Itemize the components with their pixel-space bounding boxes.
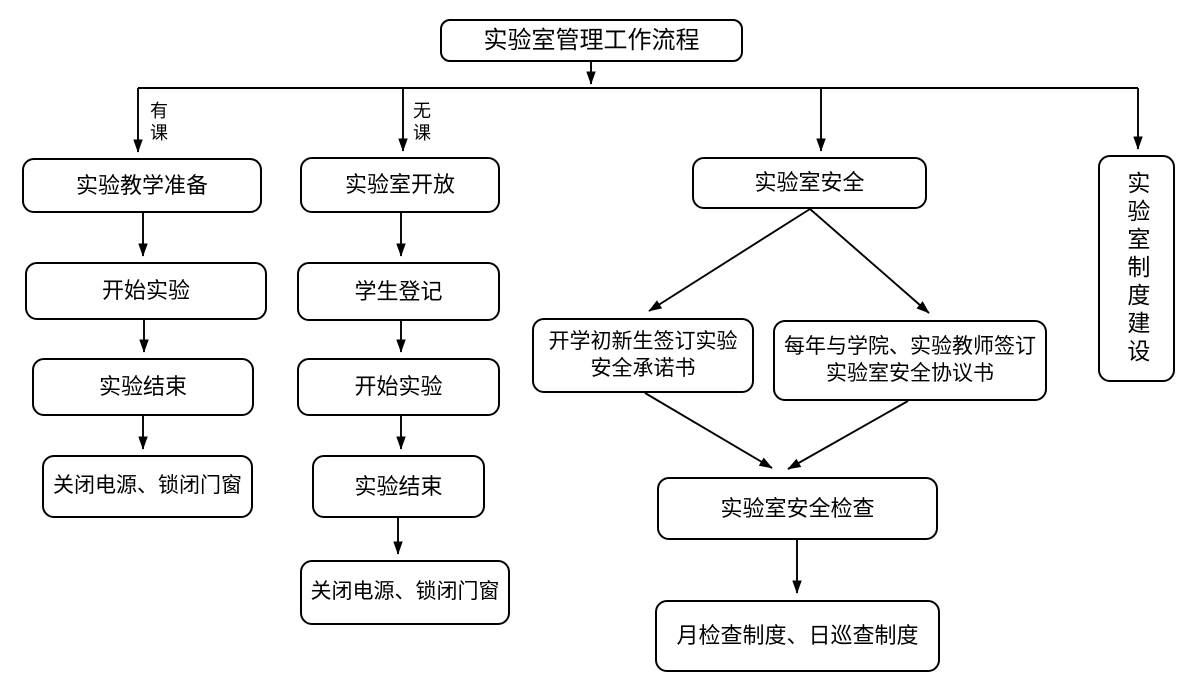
node-safety-pledge: 开学初新生签订实验安全承诺书 [532,318,754,393]
edge-label-with-class: 有课 [150,101,168,143]
node-teaching-shutdown-label: 关闭电源、锁闭门窗 [53,474,242,498]
node-open-start: 开始实验 [297,358,500,416]
node-open-end: 实验结束 [312,455,485,518]
node-lab-safety: 实验室安全 [692,157,927,209]
node-lab-open-label: 实验室开放 [344,172,455,198]
node-safety-inspection: 实验室安全检查 [657,477,938,540]
node-teaching-prep-label: 实验教学准备 [75,172,208,198]
node-student-register-label: 学生登记 [354,278,443,304]
node-title: 实验室管理工作流程 [440,19,743,62]
node-open-shutdown: 关闭电源、锁闭门窗 [300,560,510,625]
node-open-end-label: 实验结束 [354,473,443,499]
node-lab-open: 实验室开放 [300,157,500,213]
node-safety-pledge-label: 开学初新生签订实验安全承诺书 [548,330,738,380]
node-teaching-start-label: 开始实验 [101,278,190,304]
node-system-construction-label: 实验室制度建设 [1123,170,1150,367]
node-teaching-start: 开始实验 [25,262,267,320]
node-teaching-end-label: 实验结束 [98,374,187,400]
node-safety-agreement-label: 每年与学院、实验教师签订实验室安全协议书 [784,335,1036,385]
node-inspection-systems-label: 月检查制度、日巡查制度 [676,623,919,649]
node-safety-agreement: 每年与学院、实验教师签订实验室安全协议书 [773,320,1047,401]
node-student-register: 学生登记 [297,262,500,321]
node-inspection-systems: 月检查制度、日巡查制度 [655,600,940,672]
node-teaching-end: 实验结束 [32,358,254,416]
node-teaching-shutdown: 关闭电源、锁闭门窗 [42,455,253,518]
node-open-start-label: 开始实验 [354,374,443,400]
edge-label-no-class: 无课 [413,101,431,143]
node-title-label: 实验室管理工作流程 [483,26,700,54]
node-safety-inspection-label: 实验室安全检查 [720,495,875,521]
node-open-shutdown-label: 关闭电源、锁闭门窗 [310,580,500,604]
node-system-construction: 实验室制度建设 [1098,155,1175,382]
node-lab-safety-label: 实验室安全 [754,170,865,196]
node-teaching-prep: 实验教学准备 [22,158,262,213]
